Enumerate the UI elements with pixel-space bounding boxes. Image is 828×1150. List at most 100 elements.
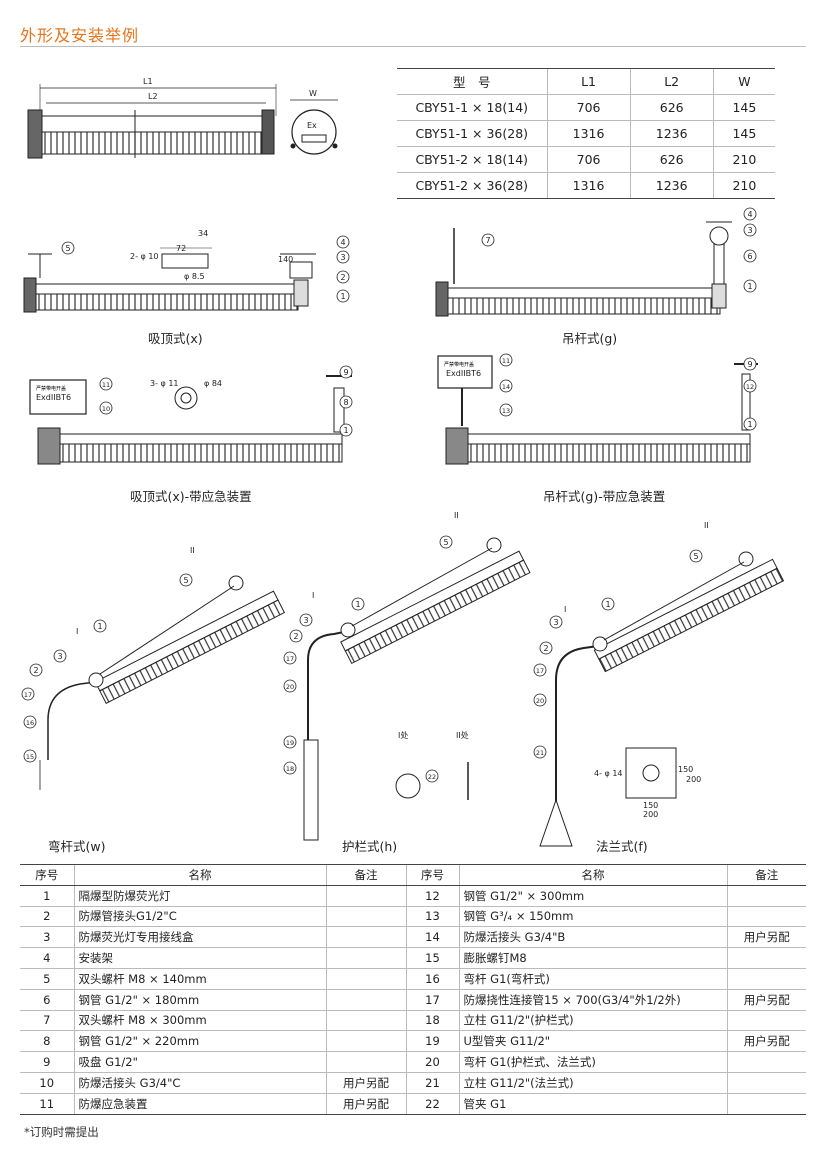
callout-circle <box>499 379 513 393</box>
part-name: 双头螺杆 M8 × 300mm <box>73 1010 326 1032</box>
part-note <box>726 1010 806 1032</box>
diagram-ceiling-emergency: 严禁带电开盖 ExdIIBT6 3- φ 11 φ 84 <box>29 375 352 465</box>
lamp-front-view: L1 L2 <box>27 77 277 159</box>
caption-pendant-emergency: 吊杆式(g)-带应急装置 <box>543 489 666 504</box>
callout-circle <box>336 270 350 284</box>
part-note: 用户另配 <box>726 1030 806 1053</box>
callout-number: 18 <box>286 765 294 773</box>
box-marking: ExdIIBT6 <box>36 393 71 402</box>
part-no: 20 <box>405 1051 459 1073</box>
part-no: 9 <box>20 1051 74 1073</box>
part-no: 19 <box>405 1030 459 1053</box>
part-no: 16 <box>405 968 459 990</box>
part-name: 钢管 G1/2" × 180mm <box>73 989 326 1011</box>
callout-number: 4 <box>340 238 345 247</box>
callout-number: 1 <box>97 622 102 631</box>
callout-number: 1 <box>340 292 345 301</box>
dim-72: 72 <box>176 244 186 253</box>
diagram-flange: 4- φ 14 150 200 150 200 <box>539 551 785 847</box>
part-name: 吸盘 G1/2" <box>73 1051 326 1073</box>
part-no: 14 <box>405 926 459 949</box>
callout-number: 2 <box>33 666 38 675</box>
callout-number: 17 <box>286 655 294 663</box>
callout-circle <box>23 715 37 729</box>
callout-circle <box>179 573 193 587</box>
header-name-2: 名称 <box>458 864 727 886</box>
part-note <box>325 1030 406 1053</box>
callout-number: 1 <box>747 282 752 291</box>
callout-number: 1 <box>355 600 360 609</box>
callout-circle <box>549 615 563 629</box>
part-name: 钢管 G³/₄ × 150mm <box>458 906 727 928</box>
callout-number: 3 <box>747 226 752 235</box>
callout-number: 3 <box>340 253 345 262</box>
dim-header-l2: L2 <box>629 68 714 95</box>
callout-circle <box>29 663 43 677</box>
callout-circle <box>339 423 353 437</box>
part-name: 安装架 <box>73 947 326 969</box>
callout-circle <box>336 235 350 249</box>
ex-mark: Ex <box>307 121 317 130</box>
callout-circle <box>93 619 107 633</box>
callout-number: 9 <box>747 360 752 369</box>
diagram-pendant-emergency: 严禁带电开盖 ExdIIBT6 <box>437 355 758 465</box>
part-name: 防爆挠性连接管15 × 700(G3/4"外1/2外) <box>458 989 727 1011</box>
part-no: 2 <box>20 906 74 928</box>
part-name: 钢管 G1/2" × 300mm <box>458 885 727 907</box>
caption-ceiling: 吸顶式(x) <box>148 331 203 346</box>
callout-circle <box>743 379 757 393</box>
header-note-2: 备注 <box>726 864 806 886</box>
header-name: 名称 <box>73 864 326 886</box>
callout-number: 3 <box>553 618 558 627</box>
dim-cell: 706 <box>546 146 631 173</box>
part-note <box>325 906 406 928</box>
detail-mark: I <box>312 591 314 600</box>
callout-circle <box>601 597 615 611</box>
part-name: 双头螺杆 M8 × 140mm <box>73 968 326 990</box>
callout-number: 5 <box>693 552 698 561</box>
part-note <box>325 968 406 990</box>
callout-number: 1 <box>605 600 610 609</box>
callout-circle <box>539 641 553 655</box>
part-note: 用户另配 <box>726 989 806 1011</box>
part-note <box>726 968 806 990</box>
callouts: 5432174361111098111141391215132171615513… <box>21 207 757 783</box>
detail-mark: II <box>190 546 195 555</box>
part-no: 10 <box>20 1072 74 1094</box>
dim-cell: 1316 <box>546 172 631 199</box>
part-no: 12 <box>405 885 459 907</box>
callout-number: 16 <box>26 719 34 727</box>
part-note <box>325 989 406 1011</box>
callout-circle <box>743 417 757 431</box>
part-note: 用户另配 <box>325 1093 406 1115</box>
part-note: 用户另配 <box>325 1072 406 1094</box>
dim-cell: 145 <box>712 94 775 121</box>
dim-cell: 210 <box>712 172 775 199</box>
part-note <box>726 1093 806 1115</box>
diagram-pendant-mount <box>435 221 732 317</box>
header-no: 序号 <box>20 864 74 886</box>
dim-label-l2: L2 <box>148 92 158 101</box>
part-name: 防爆应急装置 <box>73 1093 326 1115</box>
dim-34: 34 <box>198 229 208 238</box>
callout-circle <box>289 629 303 643</box>
callout-circle <box>439 535 453 549</box>
part-name: U型管夹 G11/2" <box>458 1030 727 1053</box>
part-no: 1 <box>20 885 74 907</box>
diagram-bent-pole <box>39 575 286 790</box>
callout-circle <box>743 207 757 221</box>
dim-4phi14: 4- φ 14 <box>594 769 623 778</box>
part-name: 防爆管接头G1/2"C <box>73 906 326 928</box>
callout-circle <box>23 749 37 763</box>
detail-mark: II <box>704 521 709 530</box>
part-no: 4 <box>20 947 74 969</box>
callout-number: 14 <box>502 383 510 391</box>
callout-circle <box>339 395 353 409</box>
callout-number: 11 <box>502 357 510 365</box>
callout-circle <box>61 241 75 255</box>
dim-header-w: W <box>712 68 775 95</box>
callout-circle <box>743 357 757 371</box>
part-no: 8 <box>20 1030 74 1053</box>
